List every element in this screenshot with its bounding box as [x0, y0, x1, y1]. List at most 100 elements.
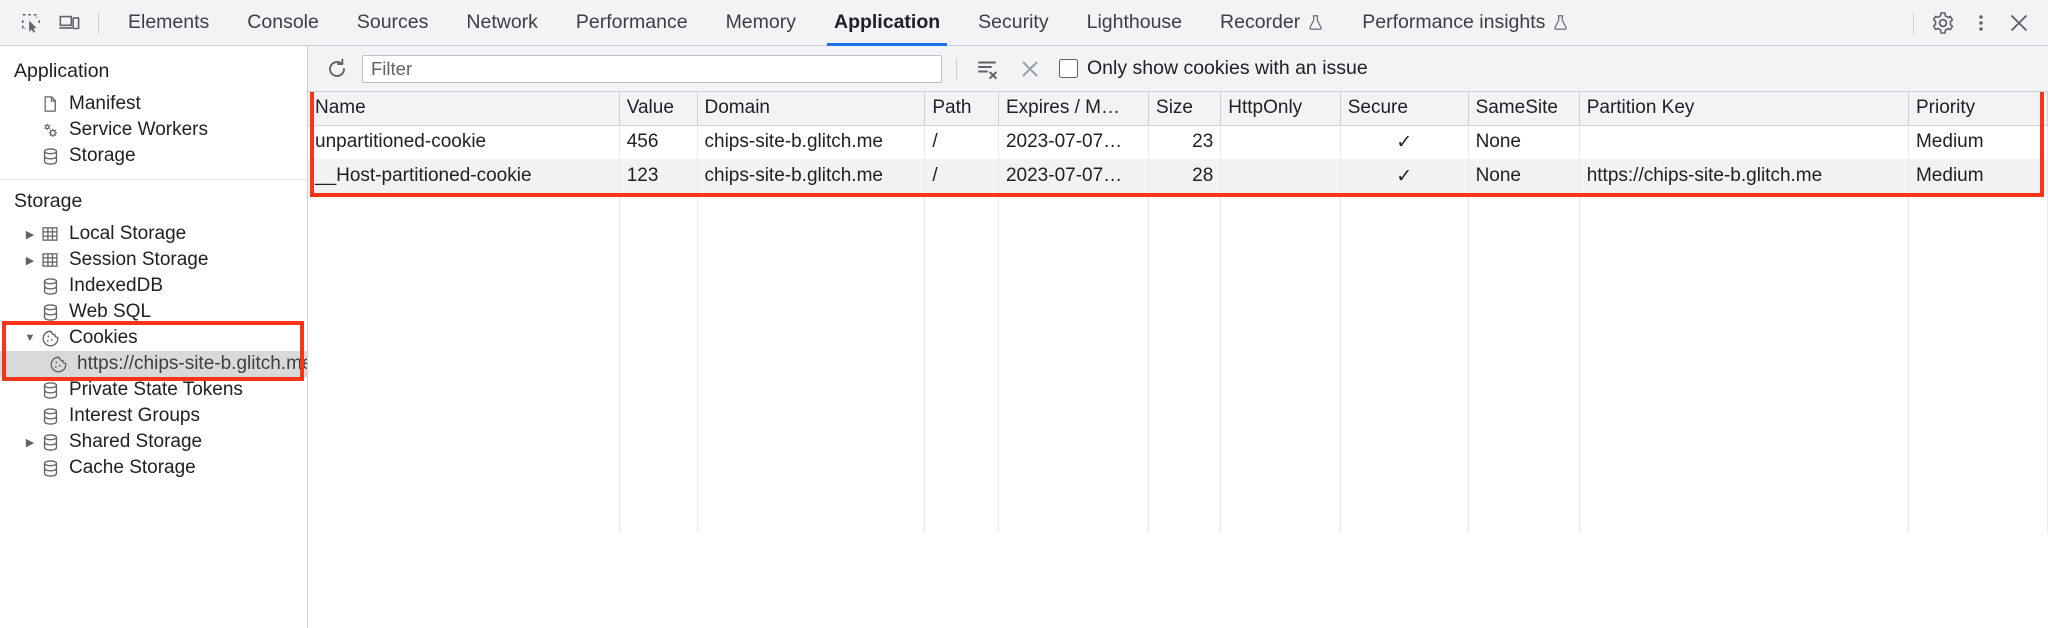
device-toolbar-icon[interactable]	[50, 6, 88, 40]
cookie-icon	[38, 328, 62, 348]
column-header-secure[interactable]: Secure	[1340, 92, 1469, 126]
column-header-size[interactable]: Size	[1148, 92, 1222, 126]
tab-label: Performance insights	[1362, 11, 1546, 33]
tab-label: Security	[978, 11, 1049, 33]
cell-name: unpartitioned-cookie	[308, 125, 620, 159]
table-row[interactable]: __Host-partitioned-cookie 123 chips-site…	[308, 159, 2048, 193]
sidebar-item-shared-storage[interactable]: ▶ Shared Storage	[0, 429, 307, 455]
table-empty-row	[308, 193, 2048, 227]
sidebar-item-cookies[interactable]: ▼ Cookies	[0, 325, 307, 351]
column-header-expires[interactable]: Expires / M…	[998, 92, 1150, 126]
table-empty-row	[308, 431, 2048, 465]
toolbar-divider	[98, 11, 99, 34]
sidebar-item-label: Cache Storage	[69, 457, 196, 478]
sidebar-item-private-state-tokens[interactable]: ▶ Private State Tokens	[0, 377, 307, 403]
sidebar-item-cache-storage[interactable]: ▶ Cache Storage	[0, 455, 307, 481]
cookies-toolbar: Only show cookies with an issue	[308, 46, 2048, 92]
cookies-table: Name Value Domain Path Expires / M… Size…	[308, 92, 2048, 533]
delete-selected-cookie-icon[interactable]	[1013, 54, 1047, 84]
database-icon	[38, 380, 62, 400]
column-header-samesite[interactable]: SameSite	[1468, 92, 1580, 126]
sidebar-item-session-storage[interactable]: ▶ Session Storage	[0, 247, 307, 273]
table-row[interactable]: unpartitioned-cookie 456 chips-site-b.gl…	[308, 125, 2048, 159]
tab-elements[interactable]: Elements	[109, 0, 228, 46]
inspect-element-icon[interactable]	[12, 6, 50, 40]
tab-label: Application	[833, 11, 941, 33]
sidebar-item-label: Storage	[69, 145, 136, 166]
sidebar-section-title: Storage	[14, 190, 83, 212]
sidebar-section-storage: Storage ▶ Local Storage ▶	[0, 182, 307, 487]
column-header-partition-key[interactable]: Partition Key	[1579, 92, 1909, 126]
cell-name: __Host-partitioned-cookie	[308, 159, 620, 193]
cell-domain: chips-site-b.glitch.me	[697, 125, 926, 159]
close-icon[interactable]	[2000, 6, 2038, 40]
table-empty-row	[308, 261, 2048, 295]
tab-performance-insights[interactable]: Performance insights	[1343, 0, 1588, 46]
cell-path: /	[924, 125, 999, 159]
sidebar-item-cookie-origin[interactable]: https://chips-site-b.glitch.me	[0, 351, 307, 377]
panel-tabs: Elements Console Sources Network Perform…	[109, 0, 1588, 46]
tab-memory[interactable]: Memory	[707, 0, 815, 46]
tab-security[interactable]: Security	[959, 0, 1067, 46]
tab-label: Elements	[128, 11, 210, 33]
sidebar-item-label: https://chips-site-b.glitch.me	[77, 353, 307, 374]
column-header-value[interactable]: Value	[619, 92, 698, 126]
table-icon	[38, 224, 62, 244]
only-show-issues-checkbox[interactable]: Only show cookies with an issue	[1059, 57, 1368, 80]
sidebar-item-label: Interest Groups	[69, 405, 200, 426]
refresh-icon[interactable]	[320, 54, 354, 84]
cell-size: 23	[1148, 125, 1222, 159]
more-vertical-icon[interactable]	[1962, 6, 2000, 40]
chevron-right-icon[interactable]: ▶	[25, 436, 35, 449]
database-icon	[38, 146, 62, 166]
cell-value: 123	[619, 159, 698, 193]
cookies-table-head: Name Value Domain Path Expires / M… Size…	[308, 92, 2048, 126]
sidebar-item-label: Session Storage	[69, 249, 209, 270]
document-icon	[38, 94, 62, 114]
sidebar-item-interest-groups[interactable]: ▶ Interest Groups	[0, 403, 307, 429]
sidebar-item-web-sql[interactable]: ▶ Web SQL	[0, 299, 307, 325]
database-icon	[38, 276, 62, 296]
filter-input[interactable]	[362, 54, 942, 83]
tab-label: Sources	[356, 11, 429, 33]
sidebar-item-service-workers[interactable]: ▶ Service Workers	[0, 117, 307, 143]
cell-priority: Medium	[1908, 125, 2048, 159]
column-header-path[interactable]: Path	[924, 92, 999, 126]
experimental-flask-icon	[1552, 14, 1569, 31]
cell-secure: ✓	[1340, 159, 1469, 193]
tab-console[interactable]: Console	[228, 0, 338, 46]
tab-sources[interactable]: Sources	[338, 0, 448, 46]
sidebar-section-title: Application	[14, 60, 110, 82]
column-header-domain[interactable]: Domain	[697, 92, 926, 126]
sidebar-item-label: Manifest	[69, 93, 141, 114]
tab-label: Lighthouse	[1086, 11, 1183, 33]
sidebar-item-label: Local Storage	[69, 223, 187, 244]
tab-recorder[interactable]: Recorder	[1201, 0, 1343, 46]
cell-expires: 2023-07-07…	[998, 159, 1150, 193]
chevron-right-icon[interactable]: ▶	[25, 254, 35, 267]
cell-samesite: None	[1468, 125, 1580, 159]
gear-icon[interactable]	[1924, 6, 1962, 40]
checkbox-box[interactable]	[1059, 59, 1078, 78]
tab-label: Memory	[725, 11, 796, 33]
sidebar-item-indexeddb[interactable]: ▶ IndexedDB	[0, 273, 307, 299]
cookies-table-container[interactable]: Name Value Domain Path Expires / M… Size…	[308, 92, 2048, 628]
database-icon	[38, 432, 62, 452]
chevron-down-icon[interactable]: ▼	[24, 332, 36, 344]
sidebar-item-storage[interactable]: ▶ Storage	[0, 143, 307, 169]
tab-network[interactable]: Network	[447, 0, 557, 46]
tab-lighthouse[interactable]: Lighthouse	[1068, 0, 1201, 46]
devtools-main-toolbar: Elements Console Sources Network Perform…	[0, 0, 2048, 46]
chevron-right-icon[interactable]: ▶	[25, 228, 35, 241]
toolbar-right-actions	[1903, 6, 2038, 40]
column-header-priority[interactable]: Priority	[1908, 92, 2048, 126]
tab-application[interactable]: Application	[815, 0, 959, 46]
cell-httponly	[1220, 159, 1341, 193]
sidebar-item-manifest[interactable]: ▶ Manifest	[0, 91, 307, 117]
column-header-name[interactable]: Name	[308, 92, 620, 126]
table-empty-row	[308, 227, 2048, 261]
tab-performance[interactable]: Performance	[557, 0, 707, 46]
column-header-httponly[interactable]: HttpOnly	[1220, 92, 1341, 126]
clear-all-cookies-icon[interactable]	[971, 54, 1005, 84]
sidebar-item-local-storage[interactable]: ▶ Local Storage	[0, 221, 307, 247]
